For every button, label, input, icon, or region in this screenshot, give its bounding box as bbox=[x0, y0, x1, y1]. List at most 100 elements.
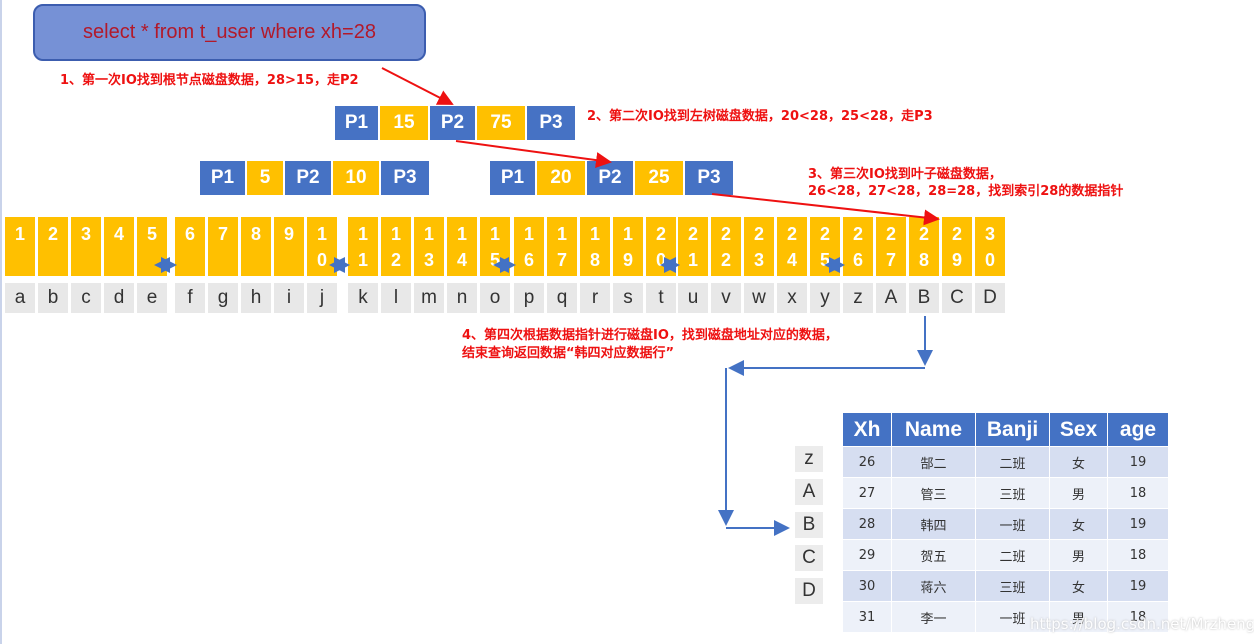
column-header-age: age bbox=[1107, 412, 1169, 447]
table-cell: 男 bbox=[1049, 539, 1108, 571]
leaf-data-cell: b bbox=[38, 283, 68, 313]
table-cell: 三班 bbox=[975, 477, 1050, 509]
table-cell: 女 bbox=[1049, 446, 1108, 478]
leaf-data-cell: d bbox=[104, 283, 134, 313]
leaf-data-cell: i bbox=[274, 283, 304, 313]
arrow-step1 bbox=[381, 67, 454, 105]
table-cell: 男 bbox=[1049, 601, 1108, 633]
left-edge-line bbox=[0, 0, 2, 644]
column-header-sex: Sex bbox=[1049, 412, 1108, 447]
cluster-key: A bbox=[795, 479, 823, 505]
leaf-key: 2 4 bbox=[777, 217, 807, 276]
table-cell: 三班 bbox=[975, 570, 1050, 602]
leaf-node-1: 1 2 3 4 5 bbox=[5, 217, 167, 276]
arrow-step2 bbox=[455, 140, 612, 169]
left-internal-node: P1 5 P2 10 P3 bbox=[200, 161, 429, 195]
leaf-key: 2 6 bbox=[843, 217, 873, 276]
leaf-key: 2 8 bbox=[909, 217, 939, 276]
leaf-key: 2 3 bbox=[744, 217, 774, 276]
cluster-key: D bbox=[795, 578, 823, 604]
table-cell: 二班 bbox=[975, 539, 1050, 571]
leaf-data-cell: C bbox=[942, 283, 972, 313]
step4-note-line1: 4、第四次根据数据指针进行磁盘IO，找到磁盘地址对应的数据， bbox=[462, 328, 838, 343]
leaf-data-cell: h bbox=[241, 283, 271, 313]
right-pointer-p3: P3 bbox=[685, 161, 733, 195]
leaf-data-cell: t bbox=[646, 283, 676, 313]
user-data-table: Xh Name Banji Sex age 26 郜二 二班 女 19 27 管… bbox=[842, 412, 1169, 633]
table-row: 31 李一 一班 男 18 bbox=[842, 601, 1169, 633]
leaf-data-4: p q r s t bbox=[514, 283, 676, 313]
leaf-data-cell: D bbox=[975, 283, 1005, 313]
leaf-data-cell: a bbox=[5, 283, 35, 313]
cluster-key: z bbox=[795, 446, 823, 472]
table-cell: 30 bbox=[842, 570, 892, 602]
leaf-key: 2 1 bbox=[678, 217, 708, 276]
right-pointer-p1: P1 bbox=[490, 161, 537, 195]
table-row: 27 管三 三班 男 18 bbox=[842, 477, 1169, 509]
leaf-key: 9 bbox=[274, 217, 304, 276]
leaf-key: 2 2 bbox=[711, 217, 741, 276]
leaf-data-cell: u bbox=[678, 283, 708, 313]
table-row: 29 贺五 二班 男 18 bbox=[842, 539, 1169, 571]
leaf-data-5: u v w x y bbox=[678, 283, 840, 313]
leaf-key: 2 9 bbox=[942, 217, 972, 276]
cluster-key: B bbox=[795, 512, 823, 538]
root-pointer-p1: P1 bbox=[335, 106, 380, 140]
leaf-key: 8 bbox=[241, 217, 271, 276]
leaf-key: 3 0 bbox=[975, 217, 1005, 276]
left-pointer-p3: P3 bbox=[381, 161, 429, 195]
leaf-data-cell: r bbox=[580, 283, 610, 313]
leaf-key: 1 6 bbox=[514, 217, 544, 276]
table-row: 26 郜二 二班 女 19 bbox=[842, 446, 1169, 478]
root-node: P1 15 P2 75 P3 bbox=[335, 106, 575, 140]
leaf-key: 1 4 bbox=[447, 217, 477, 276]
step3-note-line2: 26<28，27<28，28=28，找到索引28的数据指针 bbox=[808, 184, 1124, 199]
cluster-key: C bbox=[795, 545, 823, 571]
leaf-data-cell: x bbox=[777, 283, 807, 313]
step1-note: 1、第一次IO找到根节点磁盘数据，28>15，走P2 bbox=[60, 73, 359, 88]
cluster-key-column: z A B C D bbox=[795, 446, 823, 611]
leaf-data-cell: l bbox=[381, 283, 411, 313]
leaf-data-6: z A B C D bbox=[843, 283, 1005, 313]
leaf-data-2: f g h i j bbox=[175, 283, 337, 313]
leaf-data-cell: p bbox=[514, 283, 544, 313]
root-key-75: 75 bbox=[477, 106, 527, 140]
column-header-name: Name bbox=[891, 412, 976, 447]
step2-note: 2、第二次IO找到左树磁盘数据，20<28，25<28，走P3 bbox=[587, 109, 933, 124]
leaf-data-cell: g bbox=[208, 283, 238, 313]
leaf-data-cell: e bbox=[137, 283, 167, 313]
leaf-node-2: 6 7 8 9 1 0 bbox=[175, 217, 337, 276]
table-cell: 18 bbox=[1107, 477, 1169, 509]
leaf-data-1: a b c d e bbox=[5, 283, 167, 313]
leaf-key: 3 bbox=[71, 217, 101, 276]
right-key-20: 20 bbox=[537, 161, 587, 195]
leaf-key: 1 3 bbox=[414, 217, 444, 276]
table-cell: 管三 bbox=[891, 477, 976, 509]
column-header-xh: Xh bbox=[842, 412, 892, 447]
leaf-data-cell: k bbox=[348, 283, 378, 313]
table-cell: 18 bbox=[1107, 539, 1169, 571]
leaf-data-cell: z bbox=[843, 283, 873, 313]
root-pointer-p3: P3 bbox=[527, 106, 575, 140]
leaf-data-cell: s bbox=[613, 283, 643, 313]
table-cell: 蒋六 bbox=[891, 570, 976, 602]
leaf-data-cell: n bbox=[447, 283, 477, 313]
leaf-key: 7 bbox=[208, 217, 238, 276]
table-cell: 19 bbox=[1107, 570, 1169, 602]
leaf-data-3: k l m n o bbox=[348, 283, 510, 313]
leaf-key: 1 bbox=[5, 217, 35, 276]
root-key-15: 15 bbox=[380, 106, 430, 140]
leaf-key: 2 bbox=[38, 217, 68, 276]
table-row: 30 蒋六 三班 女 19 bbox=[842, 570, 1169, 602]
leaf-data-cell: c bbox=[71, 283, 101, 313]
leaf-key: 1 1 bbox=[348, 217, 378, 276]
leaf-node-6: 2 6 2 7 2 8 2 9 3 0 bbox=[843, 217, 1005, 276]
table-cell: 19 bbox=[1107, 446, 1169, 478]
leaf-data-cell: f bbox=[175, 283, 205, 313]
leaf-data-cell: B bbox=[909, 283, 939, 313]
right-internal-node: P1 20 P2 25 P3 bbox=[490, 161, 733, 195]
leaf-key: 4 bbox=[104, 217, 134, 276]
column-header-banji: Banji bbox=[975, 412, 1050, 447]
table-cell: 29 bbox=[842, 539, 892, 571]
step4-note-line2: 结束查询返回数据“韩四对应数据行” bbox=[462, 346, 675, 361]
